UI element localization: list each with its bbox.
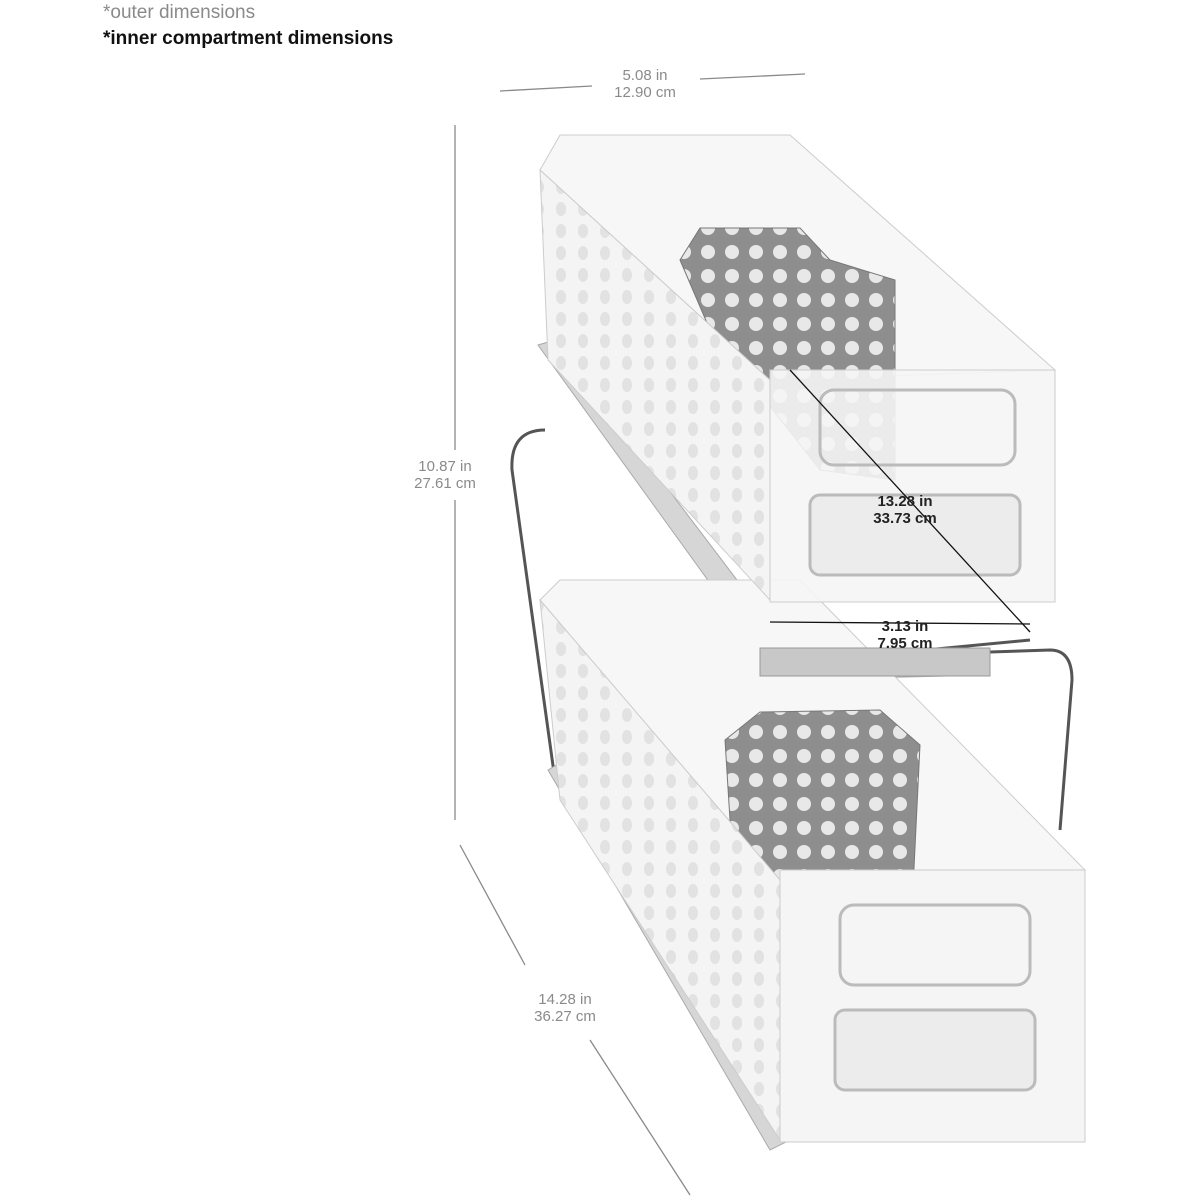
- bottom-basket: [539, 579, 1087, 1143]
- inner-length-label: 13.28 in 33.73 cm: [845, 493, 965, 527]
- inner-width-cm: 7.95 cm: [877, 635, 933, 652]
- height-dimension-label: 10.87 in 27.61 cm: [390, 458, 500, 492]
- width-cm: 12.90 cm: [614, 84, 676, 101]
- outer-dimensions-legend: *outer dimensions: [103, 2, 256, 23]
- top-basket: [539, 134, 1057, 677]
- depth-in: 14.28 in: [538, 991, 592, 1008]
- outer-dimension-lines: [454, 73, 806, 1196]
- inner-length-in: 13.28 in: [877, 493, 933, 510]
- height-in: 10.87 in: [418, 458, 472, 475]
- inner-length-line: [789, 369, 1031, 633]
- width-in: 5.08 in: [622, 67, 668, 84]
- depth-cm: 36.27 cm: [534, 1008, 596, 1025]
- inner-length-cm: 33.73 cm: [873, 510, 937, 527]
- height-cm: 27.61 cm: [414, 475, 476, 492]
- inner-width-line: [769, 621, 1031, 625]
- inner-width-in: 3.13 in: [881, 618, 929, 635]
- width-dimension-label: 5.08 in 12.90 cm: [595, 67, 695, 101]
- depth-dimension-label: 14.28 in 36.27 cm: [510, 991, 620, 1025]
- inner-dimensions-legend: *inner compartment dimensions: [103, 28, 394, 49]
- inner-width-label: 3.13 in 7.95 cm: [850, 618, 960, 652]
